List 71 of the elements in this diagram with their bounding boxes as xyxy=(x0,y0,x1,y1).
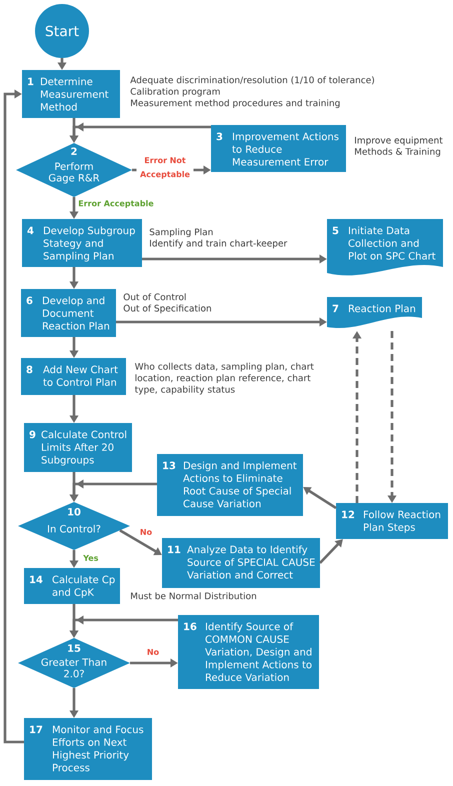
decision-diamond xyxy=(18,638,130,688)
step-number: 3 xyxy=(216,132,222,140)
process-box xyxy=(178,615,319,689)
step-label: Perform Gage R&R xyxy=(48,162,100,184)
edge-label: Error Not Acceptable xyxy=(136,156,194,180)
note-text: Sampling Plan xyxy=(150,228,213,238)
step-label: Improvement Actions to Reduce Measurement Error xyxy=(232,132,338,166)
step-number: 16 xyxy=(184,622,196,630)
decision-diamond xyxy=(16,143,132,197)
step-label: Develop Subgroup Stategy and Sampling Plan xyxy=(44,226,135,262)
step-number: 10 xyxy=(68,508,80,516)
step-number: 9 xyxy=(30,430,36,438)
step-label: Determine Measurement Method xyxy=(41,78,108,111)
step-number: 12 xyxy=(342,510,354,518)
terminal-circle xyxy=(35,4,89,58)
step-label: Calculate Control Limits After 20 Subgroups xyxy=(42,430,126,466)
step-number: 11 xyxy=(168,546,180,554)
process-box xyxy=(24,423,132,472)
note-text: Improve equipment xyxy=(355,136,443,146)
step-label: Follow Reaction Plan Steps xyxy=(364,510,440,533)
process-box xyxy=(336,503,448,539)
note-text: Measurement method procedures and training xyxy=(131,99,340,108)
step-label: Reaction Plan xyxy=(349,304,416,312)
step-number: 2 xyxy=(71,148,77,155)
process-box xyxy=(24,568,120,604)
step-label: Calculate Cp and CpK xyxy=(52,576,115,598)
step-label: Monitor and Focus Efforts on Next Highest Priority Process xyxy=(53,726,144,772)
step-label: Analyze Data to Identify Source of SPECIAL CAUSE Variation and Correct xyxy=(187,546,315,579)
arrow xyxy=(4,89,24,744)
step-label: Initiate Data Collection and Plot on SPC Chart xyxy=(348,226,436,260)
process-box xyxy=(211,125,346,172)
note-text: Adequate discrimination/resolution (1/10 of tolerance) xyxy=(130,76,374,86)
step-label: Develop and Document Reaction Plan xyxy=(43,296,110,330)
arrow xyxy=(319,539,343,564)
step-number: 1 xyxy=(28,78,34,86)
step-number: 7 xyxy=(332,304,338,312)
step-number: 6 xyxy=(26,296,32,304)
note-text: Who collects data, sampling plan, chart location, reaction plan reference, chart type, capability status xyxy=(134,362,314,394)
process-box xyxy=(22,219,142,267)
step-number: 15 xyxy=(68,644,80,652)
terminal-label: Start xyxy=(46,26,79,36)
process-box xyxy=(24,718,152,780)
note-text: Methods & Training xyxy=(355,148,440,157)
step-number: 4 xyxy=(27,226,34,234)
process-box xyxy=(21,289,116,337)
step-label: Greater Than 2.0? xyxy=(41,658,106,678)
document-shape xyxy=(327,219,443,276)
edge-label: Error Acceptable xyxy=(77,199,155,209)
decision-diamond xyxy=(18,502,130,550)
edge-label: No xyxy=(146,648,160,656)
step-number: 8 xyxy=(26,366,32,374)
step-number: 13 xyxy=(163,462,176,470)
process-box xyxy=(22,70,120,118)
process-box xyxy=(21,358,126,395)
edge-label: No xyxy=(138,528,154,536)
document-shape xyxy=(327,297,422,328)
note-text: Out of Control xyxy=(124,293,186,300)
step-label: Identify Source of COMMON CAUSE Variation, Design and Implement Actions to Reduce Variation xyxy=(205,622,312,682)
step-number: 17 xyxy=(30,726,42,734)
note-text: Identify and train chart-keeper xyxy=(150,240,288,248)
step-label: Add New Chart to Control Plan xyxy=(43,366,118,386)
process-box xyxy=(162,538,320,588)
note-text: Calibration program xyxy=(130,88,220,97)
step-number: 14 xyxy=(30,576,42,584)
step-label: In Control? xyxy=(48,524,100,533)
step-number: 5 xyxy=(332,226,338,234)
note-text: Must be Normal Distribution xyxy=(131,592,256,600)
note-text: Out of Specification xyxy=(124,304,211,314)
edge-label: Yes xyxy=(82,554,100,562)
step-label: Design and Implement Actions to Eliminate Root Cause of Special Cause Variation xyxy=(183,462,297,508)
process-box xyxy=(157,454,303,516)
